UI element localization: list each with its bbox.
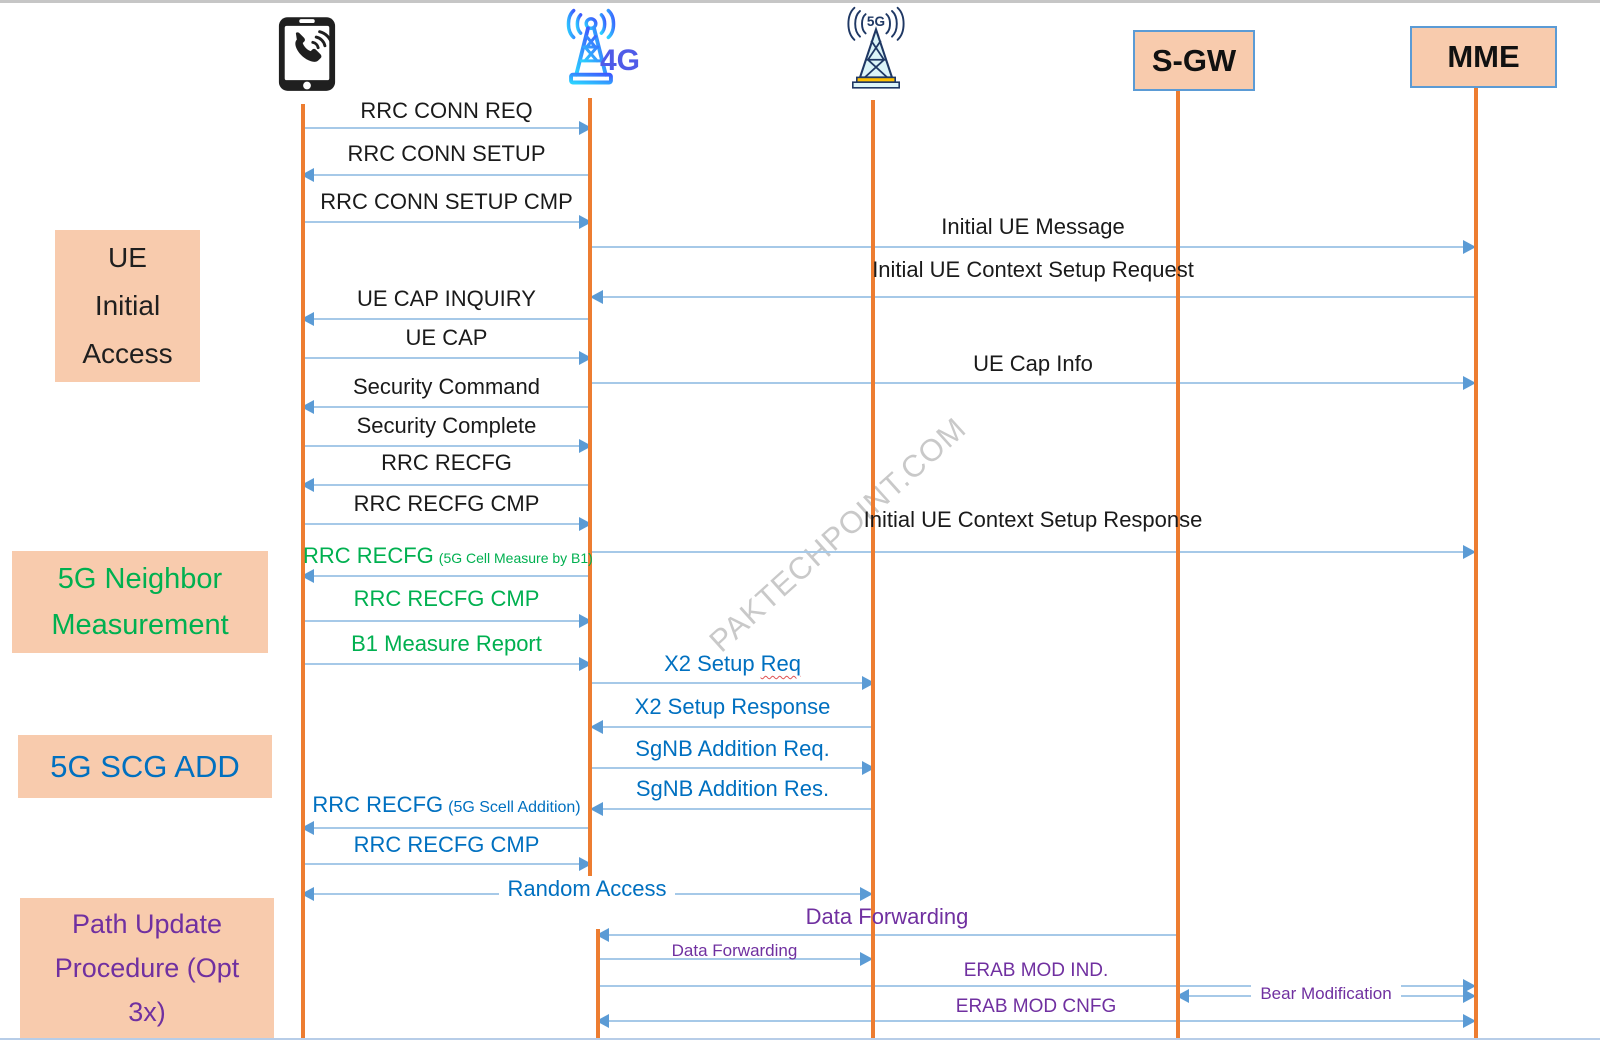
message-rrc-recfg-cmp-blue: RRC RECFG CMP [353, 832, 540, 857]
arrow-rrc-recfg-b1 [301, 569, 590, 583]
message-rrc-recfg-cmp: RRC RECFG CMP [353, 491, 540, 516]
arrow-sgnb-addition-res [590, 802, 873, 816]
arrow-initial-ue-message [592, 240, 1476, 254]
message-rrc-conn-setup-cmp: RRC CONN SETUP CMP [320, 189, 573, 214]
arrow-rrc-recfg-cmp-green [303, 614, 592, 628]
message-ue-cap-info: UE Cap Info [973, 351, 1093, 376]
message-b1-measure-report: B1 Measure Report [351, 631, 542, 656]
arrow-initial-ue-context-setup-request [590, 290, 1474, 304]
message-rrc-recfg-cmp-green: RRC RECFG CMP [353, 586, 540, 611]
arrow-rrc-conn-setup [301, 168, 590, 182]
message-security-command: Security Command [352, 374, 541, 399]
lifeline-5g [871, 100, 875, 1038]
mme-node: MME [1410, 26, 1557, 88]
lifeline-sgw [1176, 90, 1180, 1038]
section-ue-initial-access: UE Initial Access [55, 230, 200, 382]
message-initial-ue-message: Initial UE Message [941, 214, 1125, 239]
4g-label: 4G [600, 44, 641, 77]
arrow-rrc-recfg-cmp [303, 517, 592, 531]
message-random-access: Random Access [303, 876, 871, 902]
section-5g-neighbor-measurement: 5G Neighbor Measurement [12, 551, 268, 653]
message-initial-ue-context-setup-response: Initial UE Context Setup Response [863, 507, 1203, 532]
arrow-rrc-recfg [301, 478, 590, 492]
sgw-label: S-GW [1151, 42, 1237, 78]
message-rrc-conn-setup: RRC CONN SETUP [347, 141, 546, 166]
5g-icon-label: 5G [867, 14, 885, 29]
ue-phone-icon [278, 17, 336, 91]
message-rrc-conn-req: RRC CONN REQ [360, 98, 533, 123]
message-data-forwarding-5g: Data Forwarding [671, 941, 798, 960]
watermark: PAKTECHPOINT.COM [702, 410, 973, 659]
arrow-ue-cap [303, 351, 592, 365]
arrow-ue-cap-inquiry [301, 312, 590, 326]
message-erab-mod-ind: ERAB MOD IND. [963, 960, 1109, 981]
arrow-rrc-recfg-scell [301, 821, 590, 835]
arrow-rrc-recfg-cmp-blue [303, 857, 592, 871]
section-path-update: Path Update Procedure (Opt 3x) [20, 898, 274, 1038]
lifeline-mme [1474, 87, 1478, 1038]
message-erab-mod-cnfg: ERAB MOD CNFG [955, 996, 1117, 1017]
message-data-forwarding-sgw: Data Forwarding [805, 904, 969, 929]
arrow-data-forwarding-5g [598, 952, 873, 966]
arrow-ue-cap-info [592, 376, 1476, 390]
lifeline-4g-upper [588, 98, 592, 887]
4g-tower-icon [566, 8, 616, 85]
arrow-initial-ue-context-setup-response [592, 545, 1476, 559]
arrow-security-command [301, 400, 590, 414]
arrow-erab-mod-cnfg [596, 1014, 1476, 1028]
message-sgnb-addition-res: SgNB Addition Res. [635, 776, 830, 801]
message-rrc-recfg: RRC RECFG [381, 450, 512, 475]
lifeline-ue [301, 104, 305, 1038]
arrow-rrc-conn-req [303, 121, 592, 135]
arrow-rrc-conn-setup-cmp [303, 215, 592, 229]
message-ue-cap: UE CAP [405, 325, 488, 350]
arrow-data-forwarding-sgw [596, 928, 1176, 942]
arrow-security-complete [303, 439, 592, 453]
message-x2-setup-response: X2 Setup Response [634, 694, 831, 719]
top-border [0, 0, 1600, 3]
message-bear-modification: Bear Modification [1178, 984, 1474, 1004]
mme-label: MME [1447, 39, 1520, 74]
bottom-border [0, 1038, 1600, 1040]
message-initial-ue-context-setup-request: Initial UE Context Setup Request [872, 257, 1194, 282]
message-sgnb-addition-req: SgNB Addition Req. [635, 736, 830, 761]
message-security-complete: Security Complete [356, 413, 537, 438]
message-rrc-recfg-scell: RRC RECFG(5G Scell Addition) [312, 792, 581, 817]
section-5g-scg-add: 5G SCG ADD [18, 735, 272, 798]
arrow-x2-setup-req [592, 676, 875, 690]
5g-tower-icon: 5G [847, 6, 905, 89]
message-rrc-recfg-b1: RRC RECFG(5G Cell Measure by B1) [303, 543, 593, 568]
lifeline-4g-lower [596, 929, 600, 1038]
arrow-x2-setup-response [590, 720, 873, 734]
arrow-sgnb-addition-req [592, 761, 875, 775]
arrow-b1-measure-report [303, 657, 592, 671]
sgw-node: S-GW [1133, 30, 1255, 91]
message-ue-cap-inquiry: UE CAP INQUIRY [357, 286, 536, 311]
